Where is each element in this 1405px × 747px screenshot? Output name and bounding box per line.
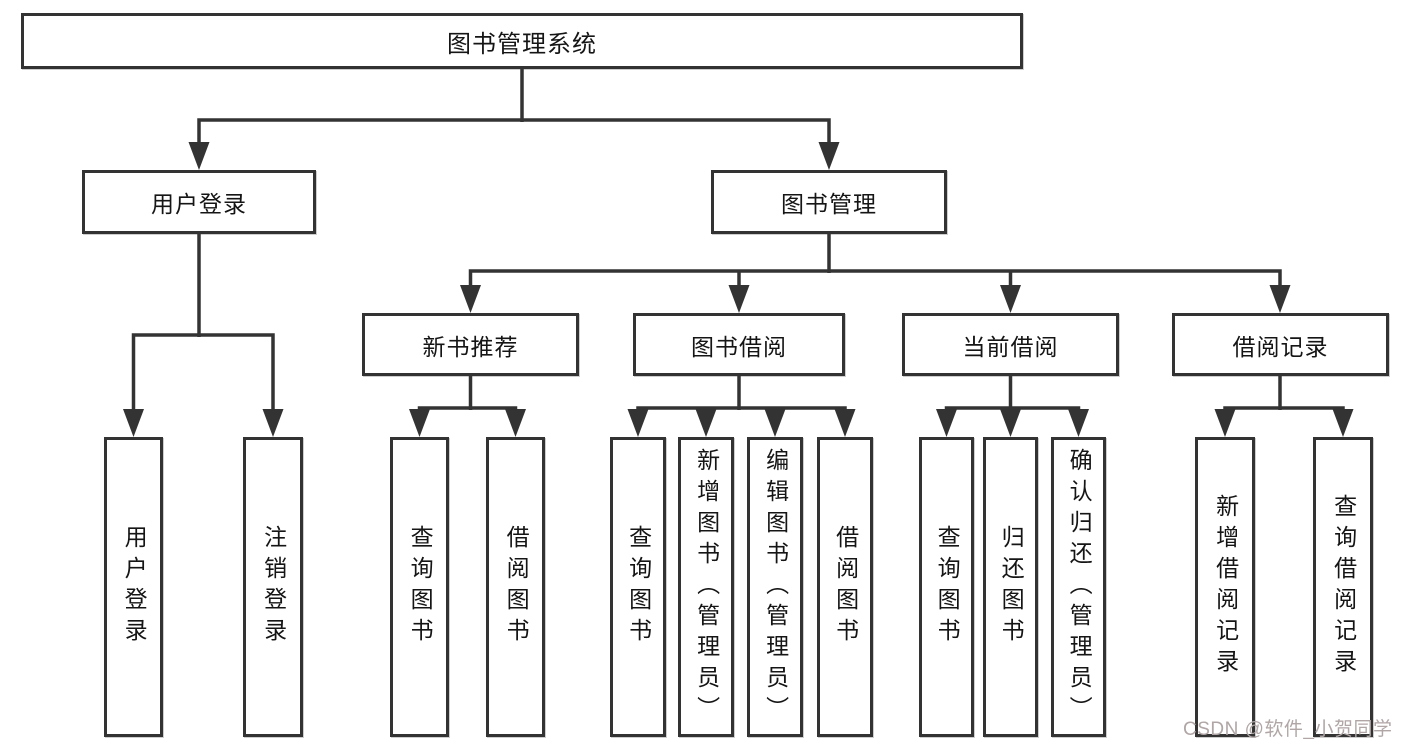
arrowheads xyxy=(123,142,1354,437)
leaf-query-book-2: 查询图书 xyxy=(610,437,666,737)
arrowhead-icon xyxy=(764,409,786,437)
leaf-user-login: 用户登录 xyxy=(104,437,163,737)
arrowhead-icon xyxy=(728,285,750,313)
node-new-book-recommend-label: 新书推荐 xyxy=(422,333,519,360)
leaf-borrow-book-1: 借阅图书 xyxy=(486,437,545,737)
node-book-management: 图书管理 xyxy=(711,170,947,234)
node-current-borrow-label: 当前借阅 xyxy=(962,333,1059,360)
arrowhead-icon xyxy=(1214,409,1236,437)
node-user-login: 用户登录 xyxy=(82,170,316,234)
node-current-borrow: 当前借阅 xyxy=(902,313,1119,376)
arrowhead-icon xyxy=(1068,409,1089,437)
leaf-borrow-book-2: 借阅图书 xyxy=(817,437,873,737)
node-borrow-records-label: 借阅记录 xyxy=(1232,333,1329,360)
node-root: 图书管理系统 xyxy=(21,13,1023,69)
leaf-add-book-admin: 新增图书（管理员） xyxy=(678,437,734,737)
leaf-query-book-1-label: 查询图书 xyxy=(407,525,434,649)
arrowhead-icon xyxy=(627,409,649,437)
node-book-management-label: 图书管理 xyxy=(781,191,877,217)
leaf-borrow-book-1-label: 借阅图书 xyxy=(503,525,530,649)
arrowhead-icon xyxy=(409,409,430,437)
node-new-book-recommend: 新书推荐 xyxy=(362,313,579,376)
leaf-query-book-3: 查询图书 xyxy=(919,437,974,737)
node-book-borrow: 图书借阅 xyxy=(633,313,845,376)
leaf-query-book-2-label: 查询图书 xyxy=(625,525,652,649)
leaf-logout: 注销登录 xyxy=(243,437,303,737)
arrowhead-icon xyxy=(123,409,144,437)
node-borrow-records: 借阅记录 xyxy=(1172,313,1389,376)
arrowhead-icon xyxy=(262,409,284,437)
arrowhead-icon xyxy=(936,409,957,437)
leaf-edit-book-admin: 编辑图书（管理员） xyxy=(747,437,803,737)
arrowhead-icon xyxy=(1000,409,1021,437)
leaf-add-book-admin-label: 新增图书（管理员） xyxy=(693,447,720,727)
arrowhead-icon xyxy=(834,409,856,437)
leaf-add-borrow-record-label: 新增借阅记录 xyxy=(1212,494,1239,680)
arrowhead-icon xyxy=(818,142,840,170)
node-book-borrow-label: 图书借阅 xyxy=(691,333,787,360)
arrowhead-icon xyxy=(695,409,717,437)
leaf-query-book-3-label: 查询图书 xyxy=(934,525,961,649)
leaf-query-borrow-record: 查询借阅记录 xyxy=(1313,437,1373,737)
leaf-logout-label: 注销登录 xyxy=(260,525,287,649)
arrowhead-icon xyxy=(1000,285,1021,313)
leaf-query-book-1: 查询图书 xyxy=(390,437,449,737)
leaf-return-book-label: 归还图书 xyxy=(998,525,1025,649)
node-user-login-label: 用户登录 xyxy=(151,191,247,217)
node-root-label: 图书管理系统 xyxy=(447,30,597,58)
arrowhead-icon xyxy=(505,409,526,437)
arrowhead-icon xyxy=(1269,285,1291,313)
leaf-add-borrow-record: 新增借阅记录 xyxy=(1195,437,1255,737)
leaf-query-borrow-record-label: 查询借阅记录 xyxy=(1330,494,1357,680)
leaf-confirm-return-admin-label: 确认归还（管理员） xyxy=(1066,447,1093,727)
leaf-edit-book-admin-label: 编辑图书（管理员） xyxy=(762,447,789,727)
arrowhead-icon xyxy=(1332,409,1354,437)
leaf-return-book: 归还图书 xyxy=(983,437,1038,737)
leaf-user-login-label: 用户登录 xyxy=(121,525,148,649)
arrowhead-icon xyxy=(460,285,481,313)
leaf-borrow-book-2-label: 借阅图书 xyxy=(832,525,859,649)
leaf-confirm-return-admin: 确认归还（管理员） xyxy=(1051,437,1106,737)
arrowhead-icon xyxy=(188,142,210,170)
watermark: CSDN @软件_小贺同学 xyxy=(1183,719,1393,740)
